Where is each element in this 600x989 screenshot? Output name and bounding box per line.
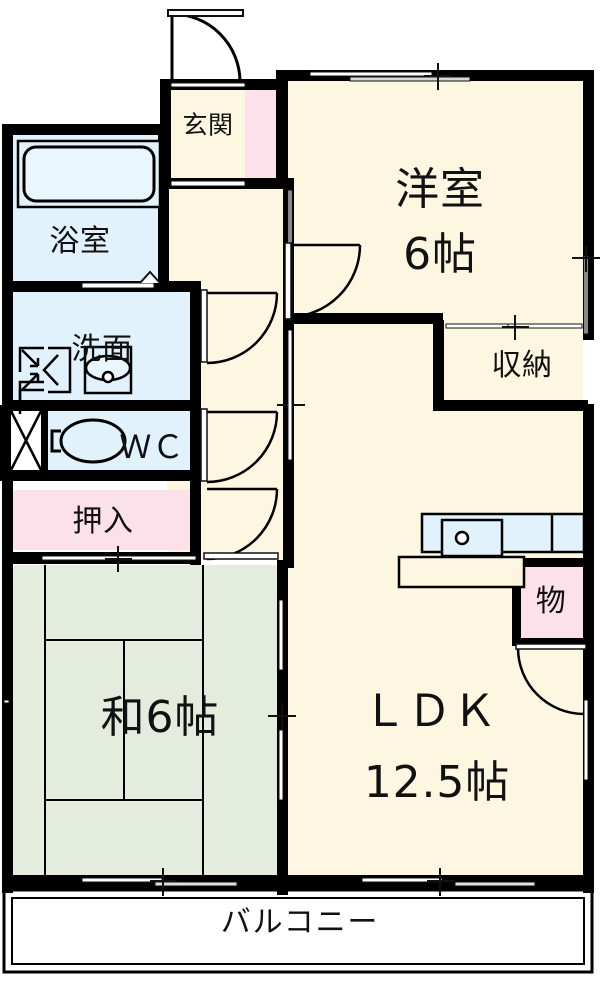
corridor-floor-2: [200, 178, 290, 560]
wall-shuno-left: [433, 320, 444, 410]
oshiire-floor: [13, 490, 201, 550]
room-fills: [10, 80, 583, 962]
bathtub-icon: [16, 139, 162, 209]
ldk-right-window: [583, 699, 589, 781]
wall-senmen-right: [190, 281, 201, 411]
wall-left-oshiire: [2, 480, 13, 565]
vanity-sink-icon: [83, 345, 133, 395]
washitsu-opening-mark: [268, 599, 296, 801]
toilet-icon: [50, 418, 127, 464]
tatami-mats: [44, 565, 204, 875]
storage-swing-door: [515, 643, 587, 716]
kitchen-counter-icon: [397, 555, 526, 589]
balcony-outline: [2, 888, 594, 974]
wc-swing-door: [200, 408, 279, 484]
wall-left-wc: [0, 405, 11, 480]
shuno-door-mark: [445, 315, 583, 340]
wall-wc-right: [190, 400, 201, 480]
wall-bedroom-bottom: [283, 313, 443, 324]
door-swings: [167, 9, 587, 716]
wall-bath-top: [2, 124, 168, 135]
bedroom-top-window: [309, 63, 471, 90]
wall-genkan-left: [160, 79, 171, 189]
wall-right-lower: [583, 404, 594, 893]
windows: [3, 63, 600, 896]
wall-mono-bottom: [512, 638, 588, 646]
washitsu-floor: [13, 565, 285, 875]
washitsu-left-window: [3, 699, 10, 704]
entrance-swing-door: [167, 9, 244, 83]
washing-machine-pan-icon: [18, 346, 72, 414]
wall-left-washitsu: [2, 565, 13, 700]
bedroom-right-window: [572, 246, 600, 335]
meter-box-icon: [9, 410, 43, 471]
balcony-floor: [13, 890, 583, 962]
wall-bath-right: [158, 124, 169, 292]
bedroom-swing-door: [284, 242, 362, 320]
wall-right-upper: [583, 70, 594, 256]
ldk-balcony-sliding-door: [361, 868, 536, 896]
wall-senmen-bottom: [2, 400, 201, 411]
wall-left-senmen: [2, 292, 13, 412]
genkan-door-frame: [170, 82, 246, 88]
mono-floor: [518, 565, 583, 639]
wall-oshiire-top: [2, 470, 201, 481]
genkan-shoebox-floor: [245, 90, 276, 178]
hall-swing-door: [203, 487, 279, 561]
wall-right-window-top: [583, 330, 594, 340]
wall-left-washitsu-2: [2, 700, 13, 893]
genkan-inner-frame: [170, 180, 246, 187]
wall-shuno-bottom: [433, 400, 588, 411]
fixtures: [9, 139, 586, 589]
kitchen-sink-icon: [420, 512, 586, 558]
wall-oshiire-right: [190, 470, 201, 565]
yoshitsu-floor: [288, 80, 583, 320]
washroom-swing-door: [200, 289, 279, 365]
wall-genkan-right: [276, 70, 288, 180]
wall-wc-meter-divider: [41, 405, 48, 475]
wall-mono-left: [512, 558, 521, 646]
oshiire-door-mark: [41, 546, 197, 572]
wall-left-bath: [2, 124, 13, 292]
wall-mono-top: [512, 558, 588, 567]
genkan-floor: [167, 90, 245, 178]
bath-door-frame: [81, 270, 161, 289]
